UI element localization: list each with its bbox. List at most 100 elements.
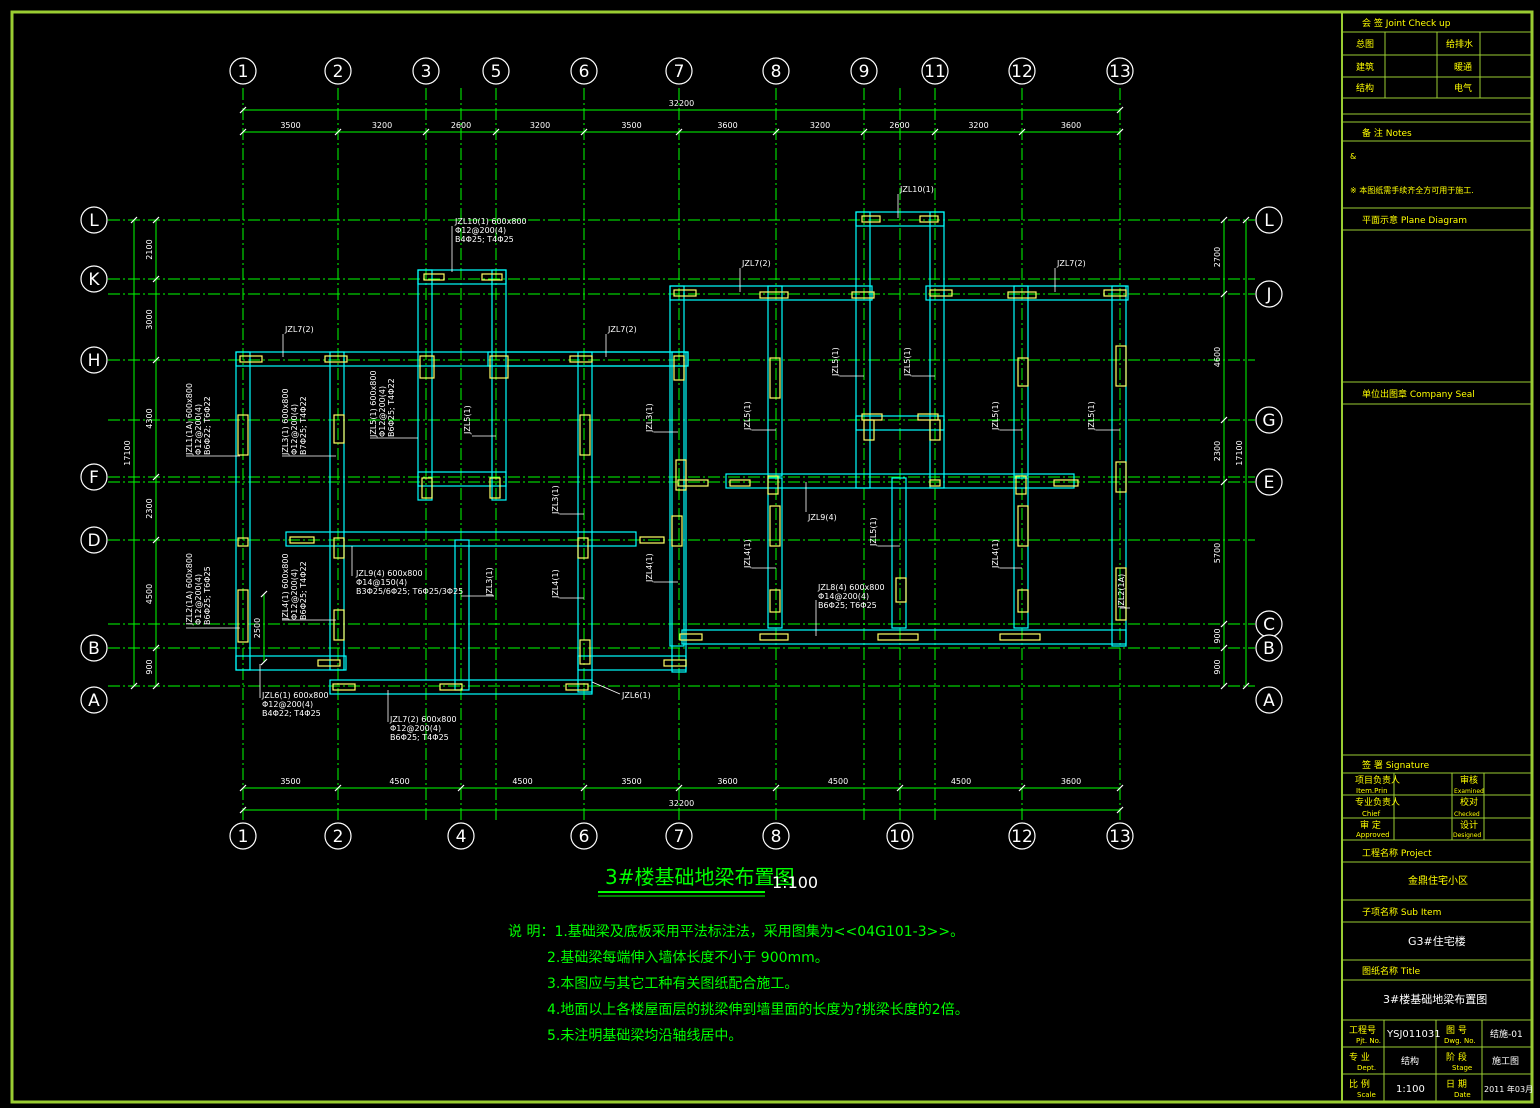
axis-bubble-left-D-label: D: [87, 531, 100, 551]
column-stub: [1007, 291, 1037, 299]
axis-bubble-left-A: [80, 686, 108, 714]
dim-top-spans-text: 3200: [968, 121, 988, 130]
sig-designed: 设计: [1460, 819, 1478, 831]
dim-right-spans-text: 900: [1213, 659, 1222, 674]
sig-examined-en: Examined: [1454, 788, 1484, 795]
title-block: 会 签 Joint Check up 总图 给排水 建筑 暖通 结构 电气 备 …: [1341, 11, 1533, 1102]
beam-note-jzl4: JZL4(1) 600x800: [281, 553, 290, 621]
dim-bottom-spans-tick: [1018, 784, 1026, 792]
dim-left-spans-tick: [152, 644, 160, 652]
axis-bubble-right-B: [1255, 634, 1283, 662]
column-stub: [1103, 289, 1127, 297]
column-stub: [333, 609, 345, 641]
column-stub: [759, 291, 789, 299]
beam-note-jzl1: Φ12@200(4): [194, 404, 203, 455]
plane-head: 平面示意 Plane Diagram: [1362, 214, 1467, 226]
beam-tag-jzl4-b: JZL4(1): [551, 569, 560, 599]
column-stub: [861, 215, 881, 223]
beam-note-jzl1: B6Φ22; T6Φ22: [203, 396, 212, 455]
axis-bubble-left-F: [80, 463, 108, 491]
axis-bubble-right-E: [1255, 468, 1283, 496]
beam-note-jzl5: Φ12@200(4): [378, 386, 387, 437]
column-stub: [767, 475, 779, 495]
beam-note-jzl8: B6Φ25; T6Φ25: [818, 601, 877, 610]
column-stub: [677, 479, 709, 487]
dim-top-total-tick: [239, 106, 247, 114]
stage-label: 阶 段: [1446, 1051, 1467, 1063]
dim-left-spans-text: 3000: [145, 309, 154, 329]
axis-bubble-right-A: [1255, 686, 1283, 714]
sig-chief: 专业负责人: [1355, 796, 1400, 808]
dim-bottom-spans-text: 4500: [512, 777, 532, 786]
foundation-beam: [725, 473, 1075, 489]
column-stub: [639, 536, 665, 544]
date: 2011 年03月: [1484, 1084, 1533, 1094]
note-4: 4.地面以上各楼屋面层的挑梁伸到墙里面的长度为?挑梁长度的2倍。: [547, 1002, 969, 1018]
column-stub: [1017, 357, 1029, 387]
axis-bubble-left-B: [80, 634, 108, 662]
beam-annotations: JZL7(2)JZL7(2)JZL7(2)JZL7(2)JZL10(1)JZL1…: [185, 185, 1130, 742]
axis-bubble-top-11-label: 11: [924, 62, 946, 82]
column-stub: [579, 639, 591, 665]
column-stub: [1115, 345, 1127, 387]
dim-left-spans-text: 900: [145, 659, 154, 674]
axis-bubble-left-D: [80, 526, 108, 554]
column-stub: [239, 355, 263, 363]
axis-bubble-bottom-10-label: 10: [889, 827, 911, 847]
date-en: Date: [1454, 1091, 1471, 1099]
column-stub: [237, 537, 249, 547]
axis-bubble-top-13-label: 13: [1109, 62, 1131, 82]
axis-bubble-top-8-label: 8: [771, 62, 782, 82]
foundation-beam: [285, 531, 637, 547]
note-3: 3.本图应与其它工种有关图纸配合施工。: [547, 975, 798, 992]
axis-bubble-bottom-8: [762, 822, 790, 850]
beam-tag-jzl2: JZL2(1A): [1117, 574, 1126, 609]
axis-bubble-top-7: [665, 57, 693, 85]
column-stub: [759, 633, 789, 641]
jc-nuantong: 暖通: [1454, 61, 1472, 73]
foundation-beam: [1013, 477, 1029, 629]
dim-top-spans-tick: [1116, 128, 1124, 136]
dim-left-spans-tick: [152, 682, 160, 690]
axis-bubble-top-5: [482, 57, 510, 85]
beam-note-jzl6: Φ12@200(4): [262, 700, 313, 709]
dim-left-extra-tick: [260, 590, 268, 598]
note-2: 2.基础梁每端伸入墙体长度不小于 900mm。: [547, 949, 829, 966]
sig-checked-en: Checked: [1454, 811, 1480, 818]
axis-bubble-top-12-label: 12: [1011, 62, 1033, 82]
axis-bubble-bottom-10: [886, 822, 914, 850]
beam-note-jzl10: Φ12@200(4): [455, 226, 506, 235]
sig-prin: 项目负责人: [1355, 774, 1400, 786]
notes-line-2: ※ 本图纸需手续齐全方可用于施工.: [1350, 185, 1474, 195]
foundation-beam: [235, 655, 347, 671]
axis-bubble-top-3-label: 3: [421, 62, 432, 82]
axis-bubble-bottom-7: [665, 822, 693, 850]
axis-bubble-top-7-label: 7: [674, 62, 685, 82]
axis-bubble-left-K: [80, 265, 108, 293]
foundation-beam: [671, 351, 687, 673]
axis-bubble-bottom-13: [1106, 822, 1134, 850]
column-stub: [851, 291, 875, 299]
foundation-beam: [681, 629, 1127, 645]
axis-bubble-bottom-1-label: 1: [238, 827, 249, 847]
axis-bubble-left-L: [80, 206, 108, 234]
stage: 施工图: [1492, 1055, 1519, 1067]
dim-top-spans-text: 2600: [889, 121, 909, 130]
dwg-no-en: Dwg. No.: [1444, 1037, 1476, 1045]
axis-bubble-right-B-label: B: [1263, 639, 1275, 659]
dim-right-spans-text: 4600: [1213, 347, 1222, 367]
jc-dianqi: 电气: [1454, 82, 1472, 94]
title-head: 图纸名称 Title: [1362, 965, 1421, 977]
column-stub: [579, 414, 591, 456]
dim-left-extra-tick: [260, 658, 268, 666]
axis-bubble-bottom-12-label: 12: [1011, 827, 1033, 847]
foundation-beam: [855, 415, 945, 431]
axis-bubble-bottom-8-label: 8: [771, 827, 782, 847]
column-stub: [333, 414, 345, 444]
beam-note-jzl9: JZL9(4) 600x800: [355, 569, 423, 578]
scale: 1:100: [1396, 1084, 1425, 1095]
dim-right-spans-tick: [1220, 216, 1228, 224]
column-stub: [565, 683, 589, 691]
dim-left-spans-tick: [152, 356, 160, 364]
beam-note-jzl4: B6Φ25; T4Φ22: [299, 561, 308, 620]
